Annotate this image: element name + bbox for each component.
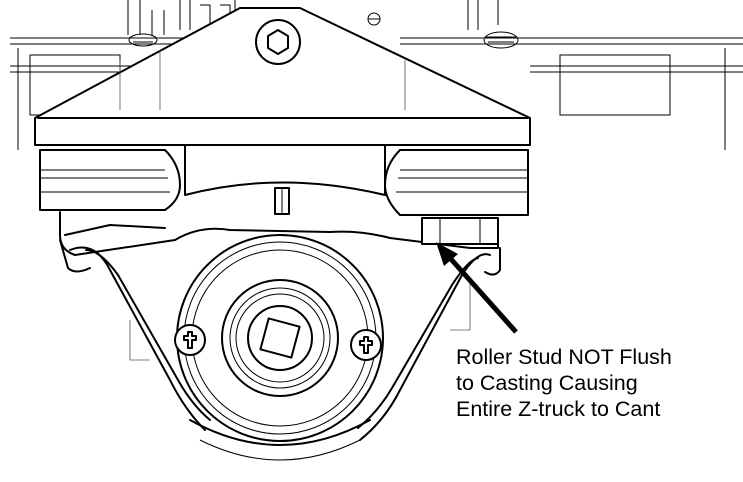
callout-line-2: to Casting Causing [456,371,638,395]
arrowhead-icon [436,242,458,266]
upper-casting [34,7,531,146]
square-drive-icon [259,317,301,359]
z-truck-strap [69,246,491,441]
callout-line-1: Roller Stud NOT Flush [456,345,672,369]
callout-arrow [436,242,518,334]
right-roller-block [384,149,529,216]
callout-label: Roller Stud NOT Flush to Casting Causing… [456,344,741,422]
lower-casting [59,144,501,361]
left-roller-block [39,149,181,211]
right-phillips-screw-icon [350,329,382,361]
callout-line-3: Entire Z-truck to Cant [456,397,661,421]
roller-stud [421,217,499,245]
left-phillips-screw-icon [174,324,206,356]
